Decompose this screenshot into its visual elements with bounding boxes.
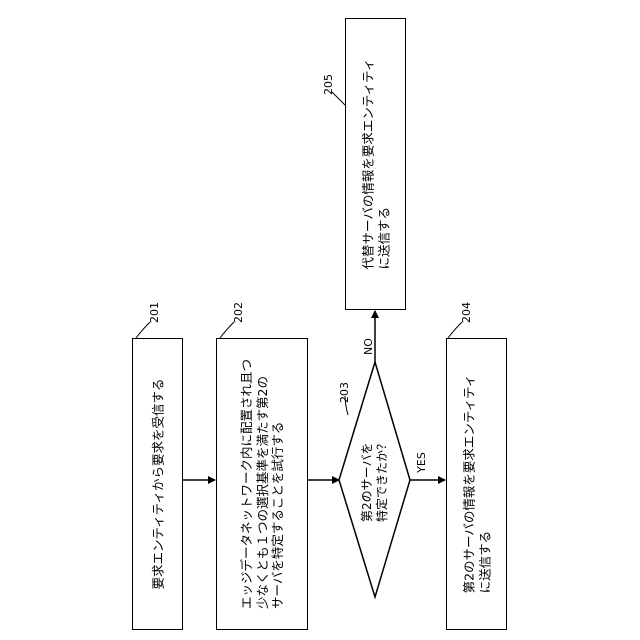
step-205-box: 代替サーバの情報を要求エンティティ に送信する	[345, 18, 406, 310]
step-201-line-1: 要求エンティティから要求を受信する	[150, 378, 166, 589]
step-204-box: 第2のサーバの情報を要求エンティティ に送信する	[446, 338, 507, 630]
ref-202: 202	[232, 302, 245, 323]
step-202-box: エッジデータネットワーク内に配置され且つ 少なくとも１つの選択基準を満たす第2の…	[216, 338, 308, 630]
step-202-line-3: サーバを特定することを試行する	[270, 359, 286, 609]
ref-203: 203	[338, 382, 351, 403]
step-204-line-1: 第2のサーバの情報を要求エンティティ	[461, 375, 477, 594]
step-205-line-2: に送信する	[376, 59, 392, 270]
step-204-line-2: に送信する	[477, 375, 493, 594]
leader-204	[448, 322, 462, 338]
step-201-box: 要求エンティティから要求を受信する	[132, 338, 183, 630]
step-201-text: 要求エンティティから要求を受信する	[150, 378, 166, 589]
step-202-text: エッジデータネットワーク内に配置され且つ 少なくとも１つの選択基準を満たす第2の…	[239, 359, 286, 609]
step-203-text: 第2のサーバを 特定できたか？	[360, 438, 390, 522]
step-205-line-1: 代替サーバの情報を要求エンティティ	[360, 59, 376, 270]
ref-201: 201	[148, 302, 161, 323]
step-203-line-1: 第2のサーバを	[360, 438, 375, 522]
step-202-line-1: エッジデータネットワーク内に配置され且つ	[239, 359, 255, 609]
step-205-text: 代替サーバの情報を要求エンティティ に送信する	[360, 59, 391, 270]
edge-label-no: NO	[362, 338, 375, 355]
ref-205: 205	[322, 74, 335, 95]
leader-201	[136, 322, 150, 338]
edge-label-yes: YES	[415, 452, 428, 473]
step-203-line-2: 特定できたか？	[375, 438, 390, 522]
leader-202	[220, 322, 234, 338]
ref-204: 204	[460, 302, 473, 323]
step-202-line-2: 少なくとも１つの選択基準を満たす第2の	[254, 359, 270, 609]
step-204-text: 第2のサーバの情報を要求エンティティ に送信する	[461, 375, 492, 594]
